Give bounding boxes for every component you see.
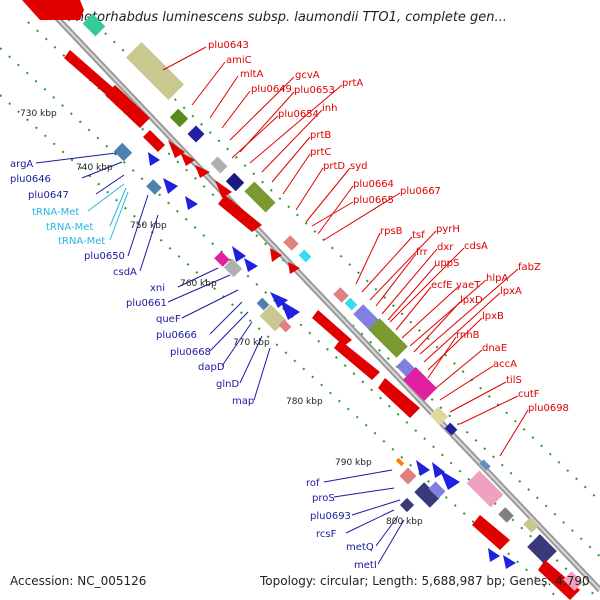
tick-label: 790 kbp bbox=[335, 458, 372, 468]
gene-label: dapD bbox=[198, 362, 225, 373]
gene-label: queF bbox=[156, 314, 181, 325]
tick-label: 770 kbp bbox=[233, 338, 270, 348]
gene-label: dnaE bbox=[482, 343, 507, 354]
gene-label: prtD bbox=[323, 161, 345, 172]
trna-label: tRNA-Met bbox=[32, 207, 79, 218]
leader-lines bbox=[35, 46, 529, 565]
gene-label: plu0668 bbox=[170, 347, 211, 358]
gene-label: plu0698 bbox=[528, 403, 569, 414]
gene-label: rcsF bbox=[316, 529, 337, 540]
gene-label: lpxB bbox=[482, 311, 504, 322]
gene-label: gcvA bbox=[295, 70, 320, 81]
gene-label: plu0654 bbox=[278, 109, 319, 120]
gene-label: rpsB bbox=[380, 226, 403, 237]
tick-label: 730 kbp bbox=[20, 109, 57, 119]
tick-label: 760 kbp bbox=[180, 279, 217, 289]
scale-ticks: 730 kbp 740 kbp 750 kbp 760 kbp 770 kbp … bbox=[20, 109, 423, 527]
gene-label: amiC bbox=[226, 55, 252, 66]
tick-label: 740 kbp bbox=[76, 163, 113, 173]
tick-label: 750 kbp bbox=[130, 221, 167, 231]
gene-label: plu0665 bbox=[353, 195, 394, 206]
accession-label: Accession: NC_005126 bbox=[10, 574, 147, 588]
gene-label: cdsA bbox=[464, 241, 488, 252]
gene-label: tsf bbox=[412, 230, 425, 241]
gene-label: lpxD bbox=[460, 295, 483, 306]
gene-label: map bbox=[232, 396, 254, 407]
gene-label: prtA bbox=[342, 78, 363, 89]
trna-label: tRNA-Met bbox=[46, 222, 93, 233]
gene-label: inh bbox=[322, 103, 337, 114]
gene-label: uppS bbox=[434, 258, 459, 269]
gene-label: accA bbox=[493, 359, 517, 370]
genome-summary: Topology: circular; Length: 5,688,987 bp… bbox=[260, 574, 590, 588]
gene-label: plu0649 bbox=[251, 84, 292, 95]
gene-label: proS bbox=[312, 493, 335, 504]
gene-label: rof bbox=[306, 478, 320, 489]
gene-label: prtC bbox=[310, 147, 331, 158]
gene-label: xni bbox=[150, 283, 165, 294]
gene-label: dxr bbox=[437, 242, 454, 253]
gene-label: hlpA bbox=[486, 273, 508, 284]
map-title: Photorhabdus luminescens subsp. laumondi… bbox=[68, 10, 507, 25]
gene-label: pyrH bbox=[436, 224, 460, 235]
reverse-gene-labels[interactable]: argA plu0646 plu0647 plu0650 csdA xni pl… bbox=[10, 159, 377, 571]
gene-label: plu0664 bbox=[353, 179, 394, 190]
gene-label: yaeT bbox=[456, 280, 481, 291]
gene-label: plu0643 bbox=[208, 40, 249, 51]
gene-label: lpxA bbox=[500, 286, 522, 297]
gene-label: prtB bbox=[310, 130, 331, 141]
forward-gene-labels[interactable]: plu0643 amiC mltA gcvA plu0649 plu0653 p… bbox=[208, 40, 569, 414]
gene-label: plu0653 bbox=[294, 85, 335, 96]
gene-label: metQ bbox=[346, 542, 374, 553]
gene-label: frr bbox=[416, 247, 428, 258]
trna-labels[interactable]: tRNA-Met tRNA-Met tRNA-Met bbox=[32, 207, 105, 247]
gene-label: plu0646 bbox=[10, 174, 51, 185]
gene-label: fabZ bbox=[518, 262, 541, 273]
trna-label: tRNA-Met bbox=[58, 236, 105, 247]
gene-label: tilS bbox=[506, 375, 522, 386]
gene-label: ecfE bbox=[431, 280, 453, 291]
gene-label: plu0661 bbox=[126, 298, 167, 309]
gene-label: glnD bbox=[216, 379, 239, 390]
gene-label: csdA bbox=[113, 267, 137, 278]
forward-strand-genes[interactable] bbox=[22, 0, 583, 600]
genome-backbone bbox=[37, 0, 600, 593]
gene-label: mltA bbox=[240, 69, 263, 80]
reverse-strand-genes[interactable] bbox=[113, 142, 516, 569]
gene-label: cutF bbox=[518, 389, 540, 400]
gene-label: metI bbox=[354, 560, 377, 571]
gene-label: syd bbox=[350, 161, 367, 172]
tick-label: 780 kbp bbox=[286, 397, 323, 407]
gene-label: plu0647 bbox=[28, 190, 69, 201]
gene-label: plu0650 bbox=[84, 251, 125, 262]
tick-label: 800 kbp bbox=[386, 517, 423, 527]
gene-label: plu0666 bbox=[156, 330, 197, 341]
gene-label: argA bbox=[10, 159, 33, 170]
gene-label: rnhB bbox=[456, 330, 480, 341]
gene-label: plu0667 bbox=[400, 186, 441, 197]
gene-label: plu0693 bbox=[310, 511, 351, 522]
